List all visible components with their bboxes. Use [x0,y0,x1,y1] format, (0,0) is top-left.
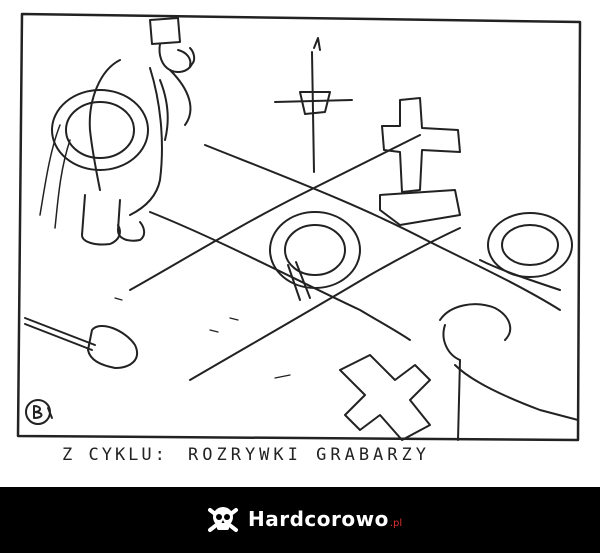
gravedigger-figure [39,17,196,246]
site-logo-link[interactable]: Hardcorowo .pl [206,501,402,537]
grave-line [129,134,421,291]
site-brand-name: Hardcorowo [248,507,389,531]
dirt-marks [114,297,291,379]
artist-signature [25,399,53,425]
caption-prefix: Z CYKLU: [62,445,168,465]
fallen-cross [339,354,431,441]
wreath-center [269,211,361,301]
site-brand-tld: .pl [389,517,403,529]
second-figure [439,303,579,441]
shovel-drawing [24,317,138,369]
grave-cross-small [274,37,353,173]
grave-line [204,144,561,311]
tombstone-cross [379,97,461,226]
wreath-right [479,212,573,291]
site-footer: Hardcorowo .pl [0,487,600,553]
caption-title: ROZRYWKI GRABARZY [188,445,430,465]
cartoon-drawing [16,12,582,442]
grave-line [189,227,461,381]
skull-crossbones-icon [208,507,238,532]
grave-line [149,211,411,341]
caption: Z CYKLU: ROZRYWKI GRABARZY [0,440,600,470]
cartoon-image: Z CYKLU: ROZRYWKI GRABARZY [0,12,600,470]
cartoon-frame [16,12,582,442]
